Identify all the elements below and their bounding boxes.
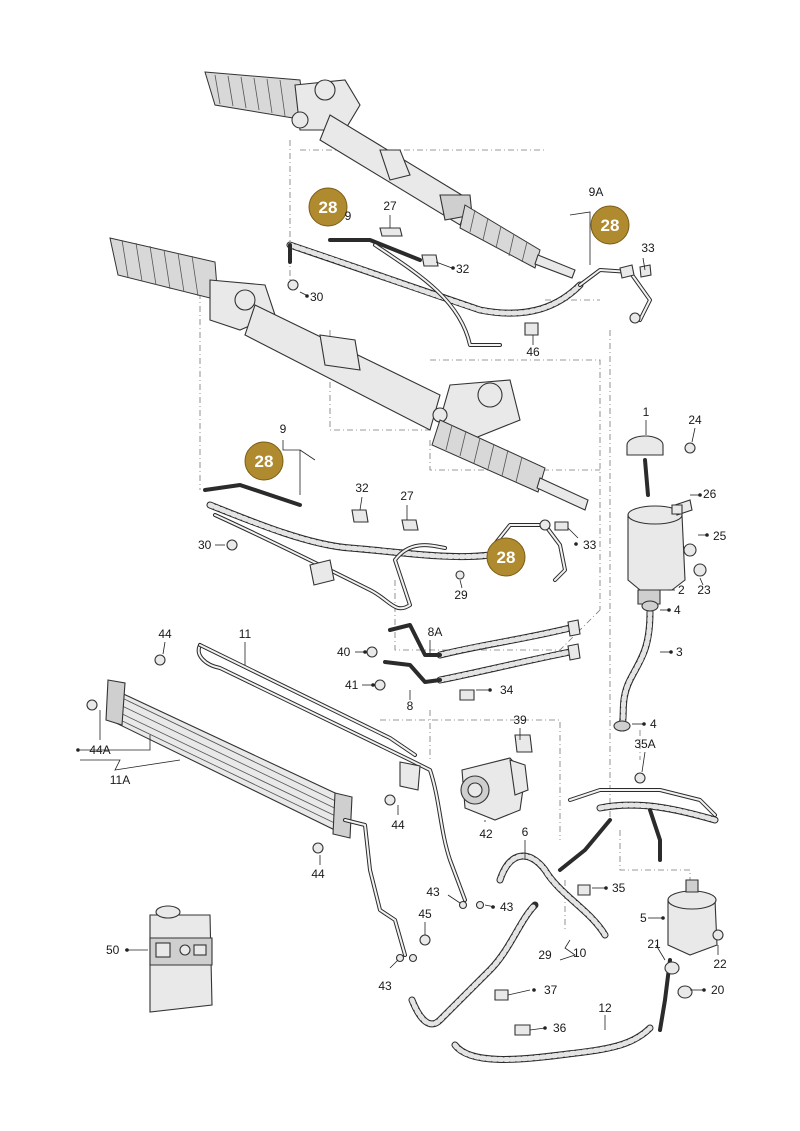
label-34: 34 bbox=[500, 683, 514, 697]
label-24: 24 bbox=[688, 413, 702, 427]
label-33: 33 bbox=[583, 538, 597, 552]
label-4: 4 bbox=[650, 717, 657, 731]
label-4: 4 bbox=[674, 603, 681, 617]
badge-28-text: 28 bbox=[255, 452, 274, 471]
label-50: 50 bbox=[106, 943, 120, 957]
label-11A: 11A bbox=[110, 773, 130, 787]
badge-28-text: 28 bbox=[497, 548, 516, 567]
label-45: 45 bbox=[418, 907, 432, 921]
label-35: 35 bbox=[612, 881, 626, 895]
badge-28-middle-left: 28 bbox=[244, 441, 284, 481]
steering-rack-middle bbox=[109, 237, 589, 511]
label-12: 12 bbox=[598, 1001, 612, 1015]
label-22: 22 bbox=[713, 957, 727, 971]
label-40: 40 bbox=[337, 645, 351, 659]
label-8A: 8A bbox=[428, 625, 443, 639]
label-20: 20 bbox=[711, 983, 725, 997]
label-30: 30 bbox=[198, 538, 212, 552]
label-42: 42 bbox=[479, 827, 493, 841]
label-44: 44 bbox=[311, 867, 325, 881]
label-44: 44 bbox=[391, 818, 405, 832]
label-29: 29 bbox=[454, 588, 468, 602]
leader-lines bbox=[80, 211, 719, 1031]
label-6: 6 bbox=[522, 825, 529, 839]
label-39: 39 bbox=[513, 713, 527, 727]
label-9A: 9A bbox=[589, 185, 604, 199]
label-29: 29 bbox=[538, 948, 552, 962]
label-35A: 35A bbox=[634, 737, 655, 751]
badge-28-text: 28 bbox=[319, 198, 338, 217]
label-11: 11 bbox=[239, 627, 252, 641]
label-44A: 44A bbox=[89, 743, 110, 757]
label-26: 26 bbox=[703, 487, 717, 501]
label-3: 3 bbox=[676, 645, 683, 659]
label-43: 43 bbox=[378, 979, 392, 993]
hose-3 bbox=[613, 600, 659, 732]
label-32: 32 bbox=[355, 481, 369, 495]
label-36: 36 bbox=[553, 1021, 567, 1035]
badge-28-middle-right: 28 bbox=[486, 537, 526, 577]
lines-8-8A bbox=[383, 619, 581, 684]
badge-28-top-right: 28 bbox=[590, 205, 630, 245]
label-27: 27 bbox=[400, 489, 414, 503]
label-41: 41 bbox=[345, 678, 359, 692]
hose-9A bbox=[286, 238, 652, 347]
label-33: 33 bbox=[641, 241, 655, 255]
label-37: 37 bbox=[544, 983, 558, 997]
label-10: 10 bbox=[573, 946, 587, 960]
steering-rack-upper bbox=[204, 71, 576, 279]
pump bbox=[460, 734, 533, 821]
label-43: 43 bbox=[500, 900, 514, 914]
label-25: 25 bbox=[713, 529, 727, 543]
label-9: 9 bbox=[280, 422, 287, 436]
fluid-can bbox=[149, 905, 213, 1013]
cooler-loop bbox=[196, 643, 467, 957]
hose-9 bbox=[203, 483, 567, 611]
label-23: 23 bbox=[697, 583, 711, 597]
label-32: 32 bbox=[456, 262, 470, 276]
badge-28-top-left: 28 bbox=[308, 187, 348, 227]
label-21: 21 bbox=[647, 937, 661, 951]
filter bbox=[658, 879, 718, 1032]
reference-lines bbox=[199, 140, 691, 930]
label-43: 43 bbox=[426, 885, 440, 899]
label-2: 2 bbox=[678, 583, 685, 597]
reservoir bbox=[626, 435, 707, 605]
label-9: 9 bbox=[345, 209, 352, 223]
label-44: 44 bbox=[158, 627, 172, 641]
label-1: 1 bbox=[643, 405, 650, 419]
label-8: 8 bbox=[407, 699, 414, 713]
badge-28-text: 28 bbox=[601, 216, 620, 235]
part-labels: 9 27 32 30 46 33 9A 9 32 27 30 33 29 1 2… bbox=[89, 185, 727, 1035]
label-30: 30 bbox=[310, 290, 324, 304]
label-arrow-dots bbox=[76, 266, 709, 1030]
cooler bbox=[105, 679, 353, 839]
label-27: 27 bbox=[383, 199, 397, 213]
label-46: 46 bbox=[526, 345, 540, 359]
small-parts bbox=[86, 227, 724, 1036]
label-5: 5 bbox=[640, 911, 647, 925]
return-hoses bbox=[408, 788, 719, 1063]
